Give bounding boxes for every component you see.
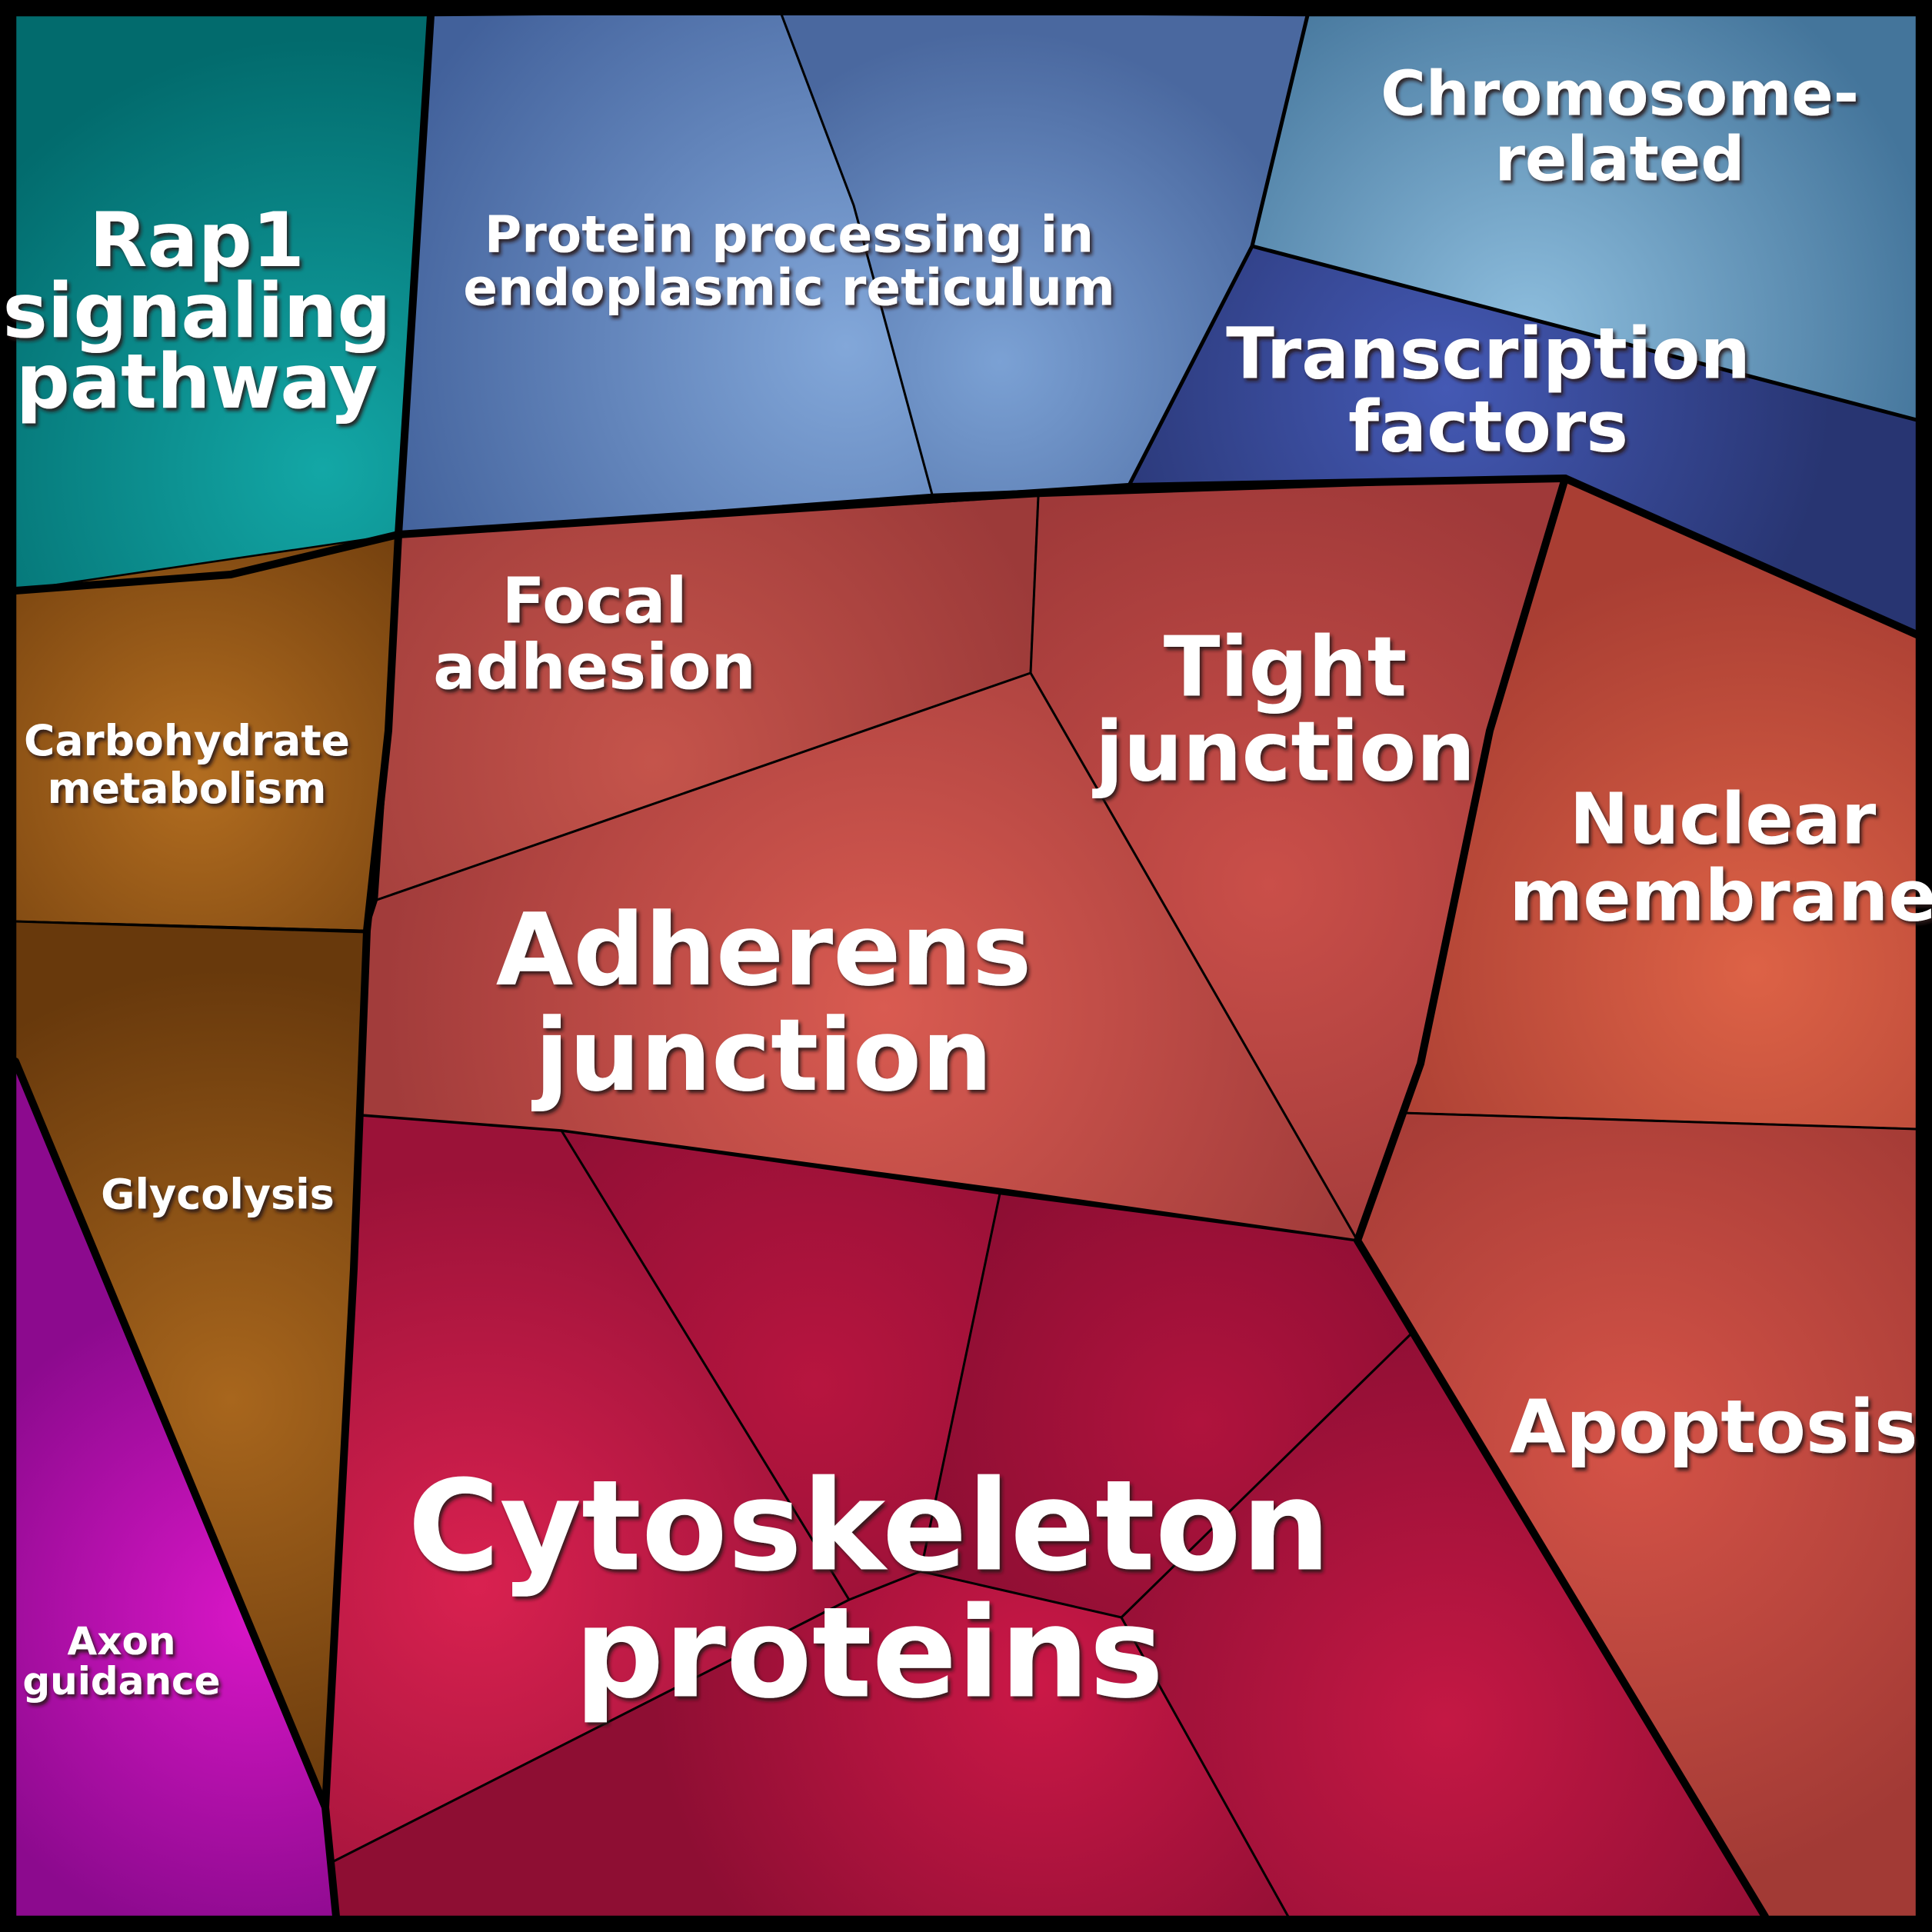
midlevel-borders [1126,13,1919,489]
subcell-borders [14,11,1918,1918]
cluster-borders [12,12,1920,1920]
label-chromosome-related: Chromosome-related [1381,58,1859,195]
label-apoptosis: Apoptosis [1509,1385,1917,1470]
label-glycolysis: Glycolysis [101,1171,335,1219]
